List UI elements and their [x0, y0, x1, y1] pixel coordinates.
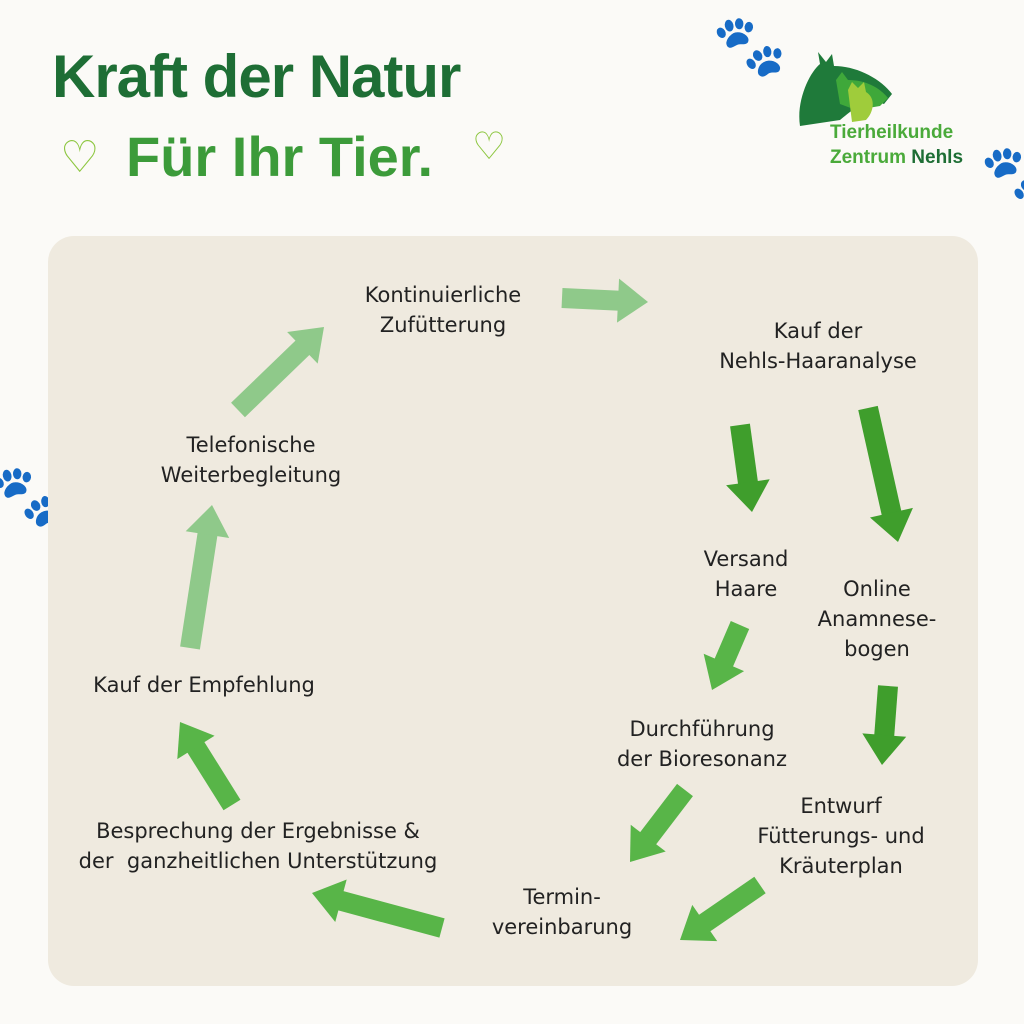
cycle-arrow: [177, 722, 241, 811]
arrow-head: [617, 278, 648, 323]
step-label: Termin- vereinbarung: [491, 885, 633, 939]
arrow-shaft: [858, 405, 902, 517]
logo-line1: Tierheilkunde: [830, 122, 954, 143]
paw-decoration-icon: 🐾: [712, 11, 787, 81]
cycle-arrow: [703, 621, 750, 690]
cycle-arrow: [312, 879, 445, 938]
arrow-shaft: [180, 531, 218, 650]
arrow-shaft: [730, 423, 759, 486]
logo-line2a: Zentrum: [830, 147, 906, 168]
arrow-shaft: [186, 740, 241, 811]
arrow-head: [630, 824, 666, 862]
step-label: Kauf der Empfehlung: [93, 673, 315, 697]
paw-decoration-icon: 🐾: [980, 141, 1024, 211]
step-label: Besprechung der Ergebnisse & der ganzhei…: [78, 819, 438, 873]
arrow-shaft: [874, 685, 898, 738]
cycle-arrow: [231, 327, 324, 418]
heart-icon: ♡: [472, 124, 507, 168]
arrow-head: [185, 505, 230, 538]
arrow-shaft: [697, 876, 766, 933]
arrow-shaft: [713, 621, 750, 669]
page-title: Kraft der Natur: [52, 43, 461, 110]
arrow-shaft: [231, 339, 311, 418]
step-label: Kauf der Nehls-Haaranalyse: [719, 319, 917, 373]
arrow-shaft: [561, 288, 621, 311]
arrow-shaft: [639, 783, 693, 846]
step-label: Telefonische Weiterbegleitung: [160, 433, 342, 487]
arrow-head: [680, 904, 718, 942]
cycle-arrow: [561, 278, 648, 323]
cycle-arrow: [180, 505, 230, 650]
arrow-head: [287, 327, 324, 364]
cycle-arrow: [862, 685, 907, 765]
cycle-arrow: [680, 876, 766, 942]
step-label: Kontinuierliche Zufütterung: [364, 283, 522, 337]
step-label: Versand Haare: [703, 547, 789, 601]
animal-heads-logo-icon: [799, 52, 892, 126]
logo-text: Tierheilkunde Zentrum Nehls: [830, 120, 963, 170]
step-label: Entwurf Fütterungs- und Kräuterplan: [757, 794, 925, 878]
cycle-arrow: [726, 423, 770, 512]
cycle-arrow: [630, 783, 693, 862]
cycle-arrow: [858, 405, 913, 542]
arrow-head: [869, 507, 913, 542]
step-label: Durchführung der Bioresonanz: [616, 717, 788, 771]
arrow-shaft: [336, 890, 445, 938]
arrow-head: [862, 733, 907, 765]
logo-line2b: Nehls: [911, 147, 964, 168]
heart-icon: ♡: [60, 132, 100, 183]
step-label: Online Anamnese- bogen: [817, 577, 937, 661]
arrow-head: [726, 479, 770, 512]
page-subtitle: Für Ihr Tier.: [126, 125, 434, 188]
arrow-head: [177, 722, 215, 760]
arrow-head: [312, 879, 347, 923]
arrow-head: [703, 653, 745, 690]
